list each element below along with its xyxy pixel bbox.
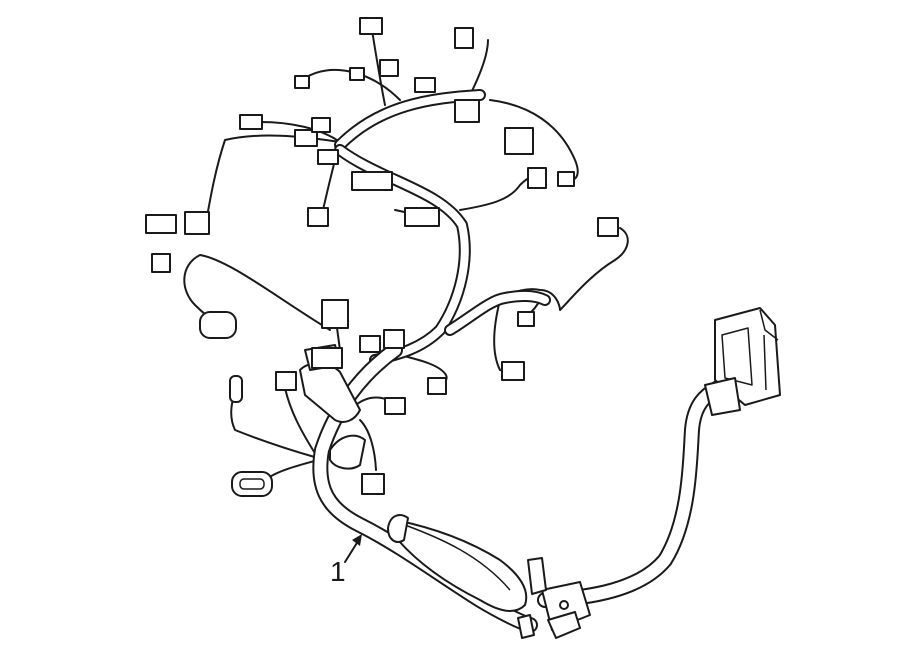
wire-right-upper [489, 99, 579, 181]
wire-center-drop-a [321, 159, 336, 216]
connector-mid-i [384, 397, 406, 415]
connector-left-e [184, 211, 210, 235]
connector-left-a [239, 114, 263, 130]
bracket-lower [329, 434, 366, 470]
connector-top-e [294, 75, 310, 89]
connector-left-f [151, 253, 171, 273]
main-connector-latch [759, 309, 779, 341]
trunk-right-fill [446, 291, 549, 334]
lower-clip [527, 557, 547, 595]
connector-top-b [454, 27, 474, 49]
connector-low-c-face [239, 478, 265, 490]
connector-mid-e [311, 347, 343, 369]
wire-lower-left-b [284, 387, 319, 459]
wire-mid-right-b [359, 419, 377, 471]
trunk-to-main-connector-fill [539, 382, 724, 606]
sleeve-body [394, 519, 528, 612]
connector-low-b [229, 375, 243, 403]
connector-mid-d [383, 329, 405, 349]
connector-mid-h [427, 377, 447, 395]
connector-low-a [275, 371, 297, 391]
main-connector-boot [704, 377, 741, 416]
main-ecu-connector [704, 307, 781, 416]
main-connector-rib [763, 334, 767, 391]
connector-center-d [317, 149, 339, 165]
lower-ground-connector [517, 557, 591, 639]
connector-top-a [359, 17, 383, 35]
wire-top-left-upper [259, 121, 341, 143]
connector-right-a [504, 127, 534, 155]
callout-label: 1 [330, 556, 346, 587]
connector-mid-f [517, 311, 535, 327]
connector-top-d [349, 67, 365, 81]
main-connector-face [721, 327, 753, 386]
connector-center-c [404, 207, 440, 227]
lower-clip-b [517, 614, 535, 639]
trunk-upper-fill [336, 91, 484, 149]
connector-mid-a [199, 311, 237, 339]
connector-top-c [379, 59, 399, 77]
connector-right-d [597, 217, 619, 237]
connector-left-d [145, 214, 177, 234]
lower-connector-hole [559, 600, 569, 610]
protective-sleeve [387, 514, 528, 612]
connector-left-b [294, 129, 318, 147]
wire-lower-left-a [230, 389, 319, 459]
wire-lower-left-c [267, 459, 319, 479]
connector-center-a [307, 207, 329, 227]
small-connectors [145, 17, 619, 497]
leader-arrowhead [352, 534, 362, 546]
bracket-plate [299, 362, 361, 423]
connector-top-f [414, 77, 436, 93]
callout-leader [344, 534, 362, 563]
trunk-diagonal-fill [336, 146, 469, 364]
connector-right-b [557, 171, 575, 187]
connector-mid-g [501, 361, 525, 381]
wire-right-drop [493, 299, 511, 372]
connector-low-c [231, 471, 273, 497]
connector-left-c [311, 117, 331, 133]
connector-center-b [351, 171, 393, 191]
connector-mid-c [359, 335, 381, 353]
sleeve-cap [387, 514, 409, 543]
connector-top-g [454, 99, 480, 123]
connector-mid-j [361, 473, 385, 495]
connector-right-c [527, 167, 547, 189]
connector-mid-b [321, 299, 349, 329]
lower-connector-tab [547, 611, 581, 639]
sleeve-inner-line [404, 524, 511, 591]
wire-top-center-a [371, 29, 386, 106]
branch-wires [183, 29, 629, 479]
